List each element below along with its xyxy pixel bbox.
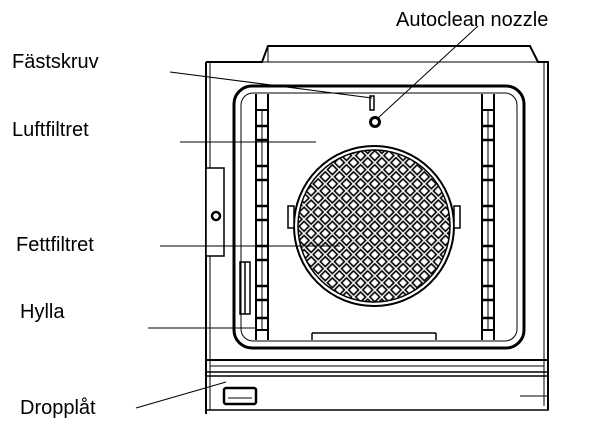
drip-tray-label: Dropplåt: [20, 397, 96, 419]
fat-filter: [287, 145, 461, 307]
air-filter-label: Luftfiltret: [12, 119, 89, 141]
autoclean-nozzle-label: Autoclean nozzle: [396, 9, 549, 31]
right-rack-rail: [481, 94, 495, 340]
oven-cavity: [232, 84, 526, 350]
fastening-screw-and-nozzle: [369, 95, 381, 128]
hinge-bracket: [205, 167, 251, 315]
left-rack-rail: [255, 94, 269, 340]
leader-lines: [135, 25, 479, 409]
drip-tray: [205, 375, 549, 411]
fat-filter-label: Fettfiltret: [16, 234, 94, 256]
shelf-label: Hylla: [20, 301, 65, 323]
fastening-screw-label: Fästskruv: [12, 51, 99, 73]
oven-floor: [206, 332, 548, 373]
